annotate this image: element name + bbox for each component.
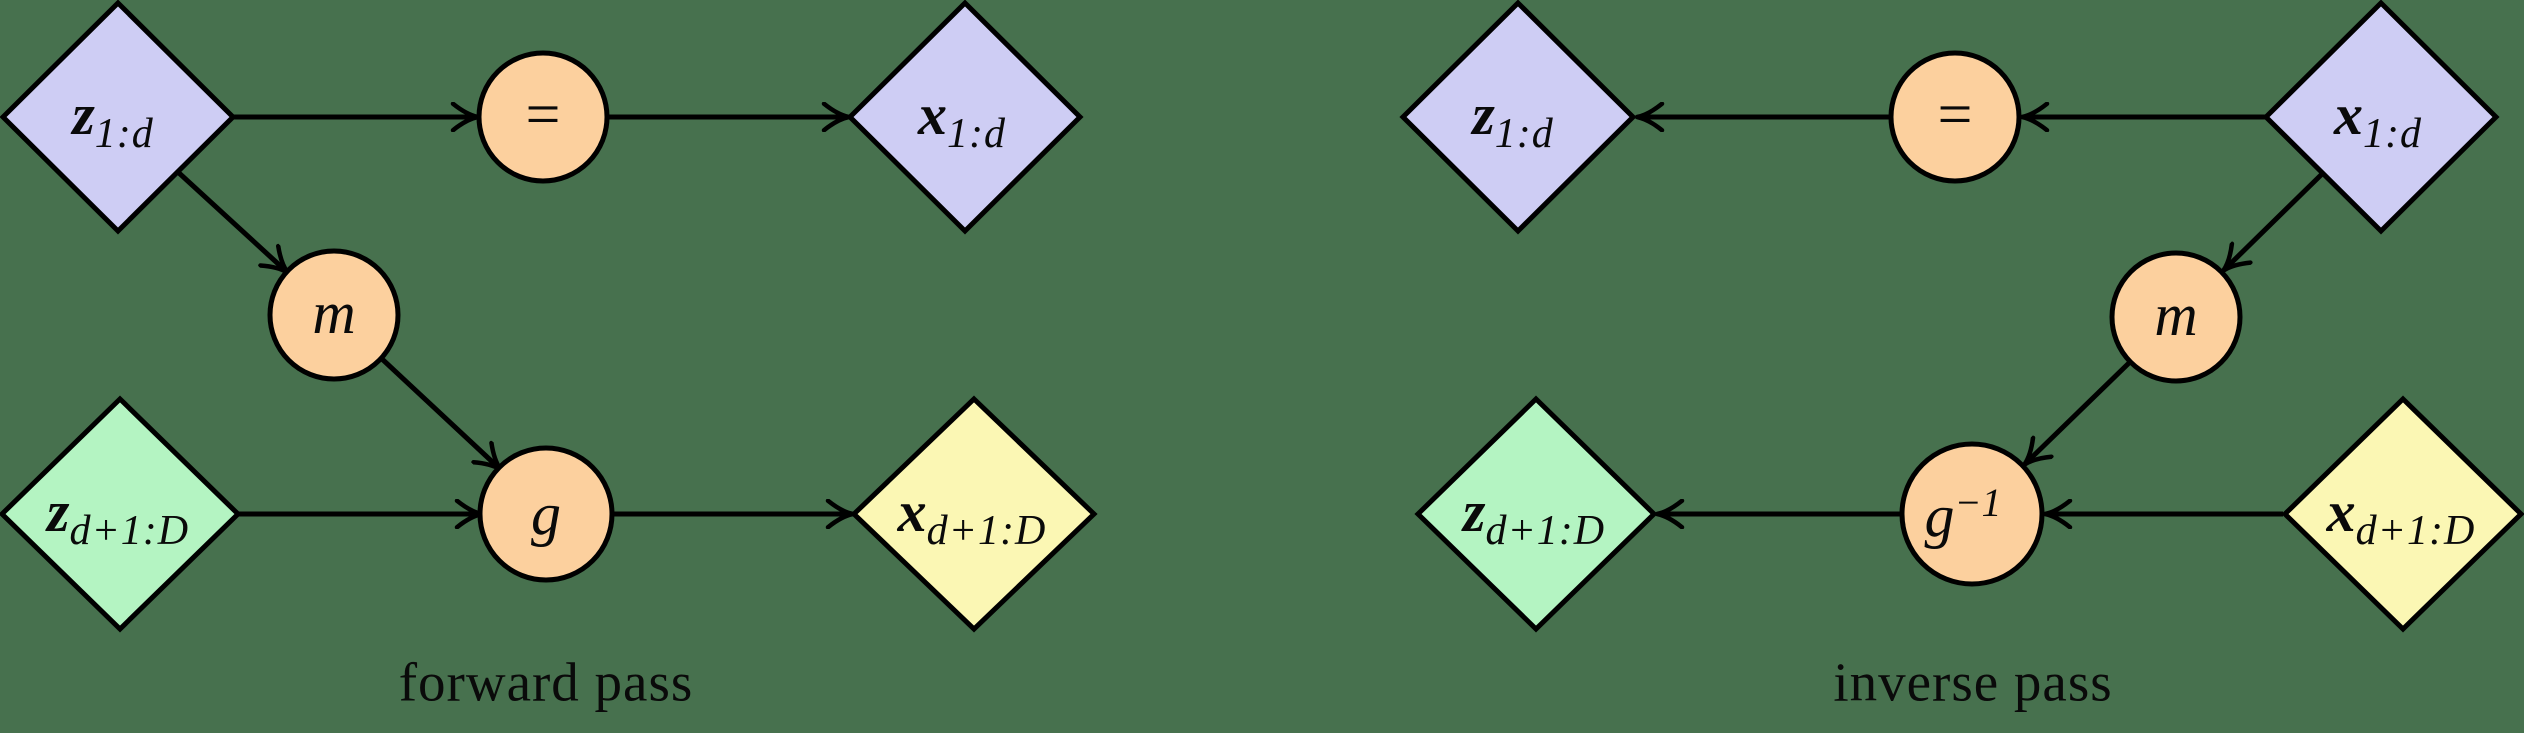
- xd1D-symbol-left: x: [897, 479, 927, 544]
- equals-symbol-right: =: [1937, 81, 1973, 149]
- zd1D-symbol-right: z: [1462, 479, 1486, 544]
- equals-symbol-left: =: [525, 81, 561, 149]
- xd1D-diamond-right: [2281, 395, 2524, 633]
- xd1D-subscript-left: d+1:D: [926, 508, 1047, 554]
- x1d-label-right: x1:d: [2334, 86, 2422, 156]
- arrow-z1d-to-m: [177, 171, 287, 272]
- g-inverse-symbol-right: g: [1924, 483, 1955, 549]
- forward-pass-caption: forward pass: [398, 651, 694, 713]
- xd1D-diamond-left: [850, 395, 1098, 633]
- zd1D-diamond-left: [0, 395, 242, 633]
- arrow-m-to-g: [380, 357, 500, 469]
- equals-label-right: =: [1938, 84, 1973, 146]
- x1d-symbol-right: x: [2334, 82, 2363, 147]
- z1d-diamond-right: [1399, 0, 1637, 235]
- xd1D-label-left: xd+1:D: [898, 483, 1047, 553]
- z1d-label-left: z1:d: [72, 86, 154, 156]
- g-inverse-superscript-right: −1: [1954, 480, 2002, 525]
- arrow-m-to-ginv: [2025, 360, 2132, 464]
- g-circle-left: [477, 445, 615, 583]
- m-label-left: m: [312, 283, 355, 343]
- equals-label-left: =: [526, 84, 561, 146]
- zd1D-diamond-right: [1414, 395, 1658, 633]
- equals-circle-left: [476, 50, 610, 184]
- xd1D-subscript-right: d+1:D: [2355, 508, 2476, 554]
- zd1D-label-right: zd+1:D: [1463, 483, 1605, 553]
- x1d-diamond-left: [846, 0, 1084, 235]
- g-symbol-left: g: [531, 481, 561, 547]
- xd1D-symbol-right: x: [2326, 479, 2356, 544]
- x1d-subscript-left: 1:d: [947, 111, 1006, 157]
- zd1D-symbol-left: z: [46, 479, 70, 544]
- left-diagram: [0, 0, 1098, 633]
- xd1D-label-right: xd+1:D: [2327, 483, 2476, 553]
- x1d-symbol-left: x: [918, 82, 947, 147]
- arrow-x1d-to-m: [2224, 172, 2324, 270]
- inverse-pass-caption: inverse pass: [1833, 651, 2113, 713]
- zd1D-label-left: zd+1:D: [47, 483, 189, 553]
- x1d-label-left: x1:d: [918, 86, 1006, 156]
- g-inverse-circle-right: [1899, 441, 2045, 587]
- g-inverse-label-right: g−1: [1924, 483, 2002, 549]
- m-symbol-left: m: [312, 280, 356, 346]
- m-symbol-right: m: [2154, 282, 2198, 348]
- g-label-left: g: [531, 484, 561, 544]
- x1d-subscript-right: 1:d: [2363, 111, 2422, 157]
- zd1D-subscript-right: d+1:D: [1485, 508, 1606, 554]
- z1d-subscript-left: 1:d: [94, 111, 154, 157]
- x1d-diamond-right: [2262, 0, 2500, 235]
- equals-circle-right: [1888, 50, 2022, 184]
- right-diagram: [1399, 0, 2524, 633]
- m-circle-left: [267, 248, 401, 382]
- m-circle-right: [2109, 250, 2243, 384]
- m-label-right: m: [2154, 285, 2197, 345]
- z1d-diamond-left: [0, 0, 237, 235]
- z1d-subscript-right: 1:d: [1494, 111, 1554, 157]
- z1d-symbol-right: z: [1472, 82, 1495, 147]
- z1d-symbol-left: z: [72, 82, 95, 147]
- zd1D-subscript-left: d+1:D: [69, 508, 190, 554]
- z1d-label-right: z1:d: [1472, 86, 1554, 156]
